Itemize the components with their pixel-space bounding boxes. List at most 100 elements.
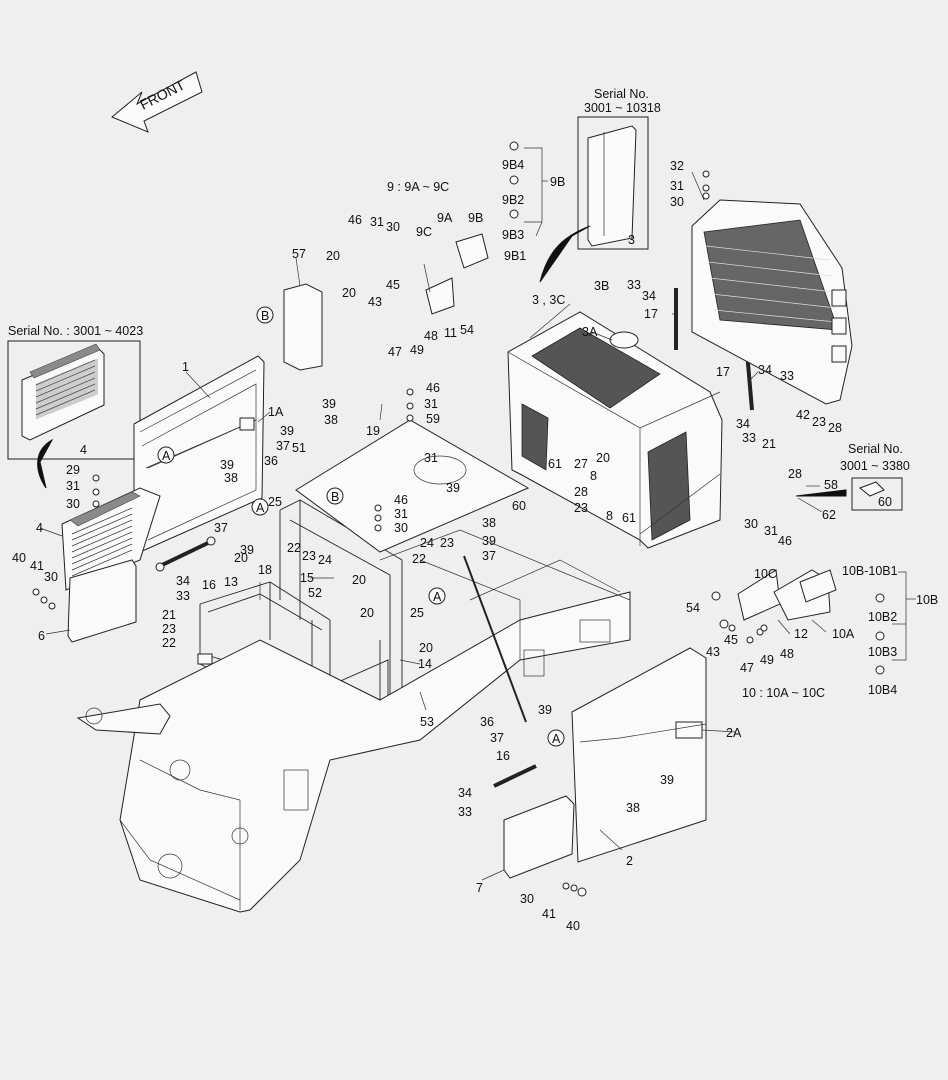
part-label: 37 <box>490 731 504 745</box>
part-label: 10C <box>754 567 777 581</box>
part-label: 59 <box>426 412 440 426</box>
part-label: 52 <box>308 586 322 600</box>
part-label: 38 <box>224 471 238 485</box>
part-label: 49 <box>760 653 774 667</box>
swing-arm <box>76 703 171 735</box>
svg-text:A: A <box>256 501 265 515</box>
bracket-assembly-9 <box>425 233 489 315</box>
part-label: 11 <box>444 326 457 340</box>
part-label: 23 <box>574 501 588 515</box>
base-frame <box>119 529 631 913</box>
serial-note-bracket-range: 3001 ~ 3380 <box>840 459 910 473</box>
part-label: 34 <box>176 574 190 588</box>
gas-strut-16-right <box>493 764 537 788</box>
part-label: 31 <box>764 524 778 538</box>
leader-lines <box>39 171 827 881</box>
part-label: 25 <box>410 606 424 620</box>
part-label: 28 <box>828 421 842 435</box>
part-label: 33 <box>458 805 472 819</box>
part-label: 61 <box>548 457 562 471</box>
part-label: 27 <box>574 457 588 471</box>
part-label: 23 <box>812 415 826 429</box>
part-label: 48 <box>424 329 438 343</box>
part-label: 2 <box>626 854 633 868</box>
cover-7 <box>503 795 575 879</box>
part-label: 21 <box>162 608 176 622</box>
serial-inset-top: Serial No. 3001 ~ 10318 <box>577 87 661 250</box>
part-label: 9B2 <box>502 193 524 207</box>
serial-note-left: Serial No. : 3001 ~ 4023 <box>8 324 143 338</box>
serial-inset-left: Serial No. : 3001 ~ 4023 <box>7 324 143 460</box>
part-label: 9B <box>468 211 483 225</box>
part-label: 18 <box>258 563 272 577</box>
part-label: 48 <box>780 647 794 661</box>
part-label: 41 <box>30 559 44 573</box>
part-label: 9B4 <box>502 158 524 172</box>
part-label: 40 <box>12 551 26 565</box>
part-label: 20 <box>234 551 248 565</box>
part-label: 39 <box>446 481 460 495</box>
part-label: 15 <box>300 571 314 585</box>
svg-text:B: B <box>261 309 269 323</box>
part-label: 39 <box>538 703 552 717</box>
left-cover-6 <box>67 559 137 643</box>
part-label: 46 <box>394 493 408 507</box>
part-label: 46 <box>778 534 792 548</box>
svg-text:A: A <box>433 590 442 604</box>
part-label: 9B3 <box>502 228 524 242</box>
ref-marker-A: A <box>428 587 446 605</box>
part-label: 10B-10B1 <box>842 564 898 578</box>
part-label: 47 <box>388 345 402 359</box>
part-label: 36 <box>264 454 278 468</box>
part-label: 33 <box>780 369 794 383</box>
part-label: 19 <box>366 424 380 438</box>
part-label: 20 <box>326 249 340 263</box>
part-label: 41 <box>542 907 556 921</box>
part-label: 10B3 <box>868 645 897 659</box>
part-label: 54 <box>460 323 474 337</box>
part-label: 33 <box>742 431 756 445</box>
part-label: 33 <box>176 589 190 603</box>
part-label: 1 <box>182 360 189 374</box>
part-label: 13 <box>224 575 238 589</box>
part-label: 39 <box>322 397 336 411</box>
part-label: 49 <box>410 343 424 357</box>
part-label: 23 <box>440 536 454 550</box>
part-label: 53 <box>420 715 434 729</box>
part-label: 12 <box>794 627 808 641</box>
bracket-57 <box>283 283 323 371</box>
part-label: 10A <box>832 627 855 641</box>
left-door-1 <box>133 355 265 553</box>
group-10B-brace <box>892 571 916 661</box>
part-label: 31 <box>370 215 384 229</box>
part-label: 9C <box>416 225 432 239</box>
part-label: 43 <box>706 645 720 659</box>
svg-text:A: A <box>552 732 561 746</box>
part-label: 39 <box>482 534 496 548</box>
part-label: 47 <box>740 661 754 675</box>
part-label: 16 <box>202 578 216 592</box>
part-label: 20 <box>360 606 374 620</box>
part-label: 37 <box>276 439 290 453</box>
part-label: 34 <box>736 417 750 431</box>
gas-strut-16-left <box>155 536 216 572</box>
part-label: 39 <box>220 458 234 472</box>
part-label: 2A <box>726 726 742 740</box>
serial-inset-bracket: Serial No. 3001 ~ 3380 <box>840 442 910 511</box>
part-label: 46 <box>426 381 440 395</box>
part-label: 31 <box>424 397 438 411</box>
part-label: 7 <box>476 881 483 895</box>
part-label: 3A <box>582 325 598 339</box>
part-label: 20 <box>419 641 433 655</box>
part-label: 10B4 <box>868 683 897 697</box>
part-label: 3 , 3C <box>532 293 565 307</box>
part-label: 39 <box>660 773 674 787</box>
front-arrow: FRONT <box>111 71 203 133</box>
rear-grille-3 <box>691 199 853 405</box>
part-label: 36 <box>480 715 494 729</box>
part-label: 24 <box>318 553 332 567</box>
part-label: 8 <box>606 509 613 523</box>
part-label: 8 <box>590 469 597 483</box>
part-label: 33 <box>627 278 641 292</box>
roof-panel-19 <box>295 419 530 553</box>
